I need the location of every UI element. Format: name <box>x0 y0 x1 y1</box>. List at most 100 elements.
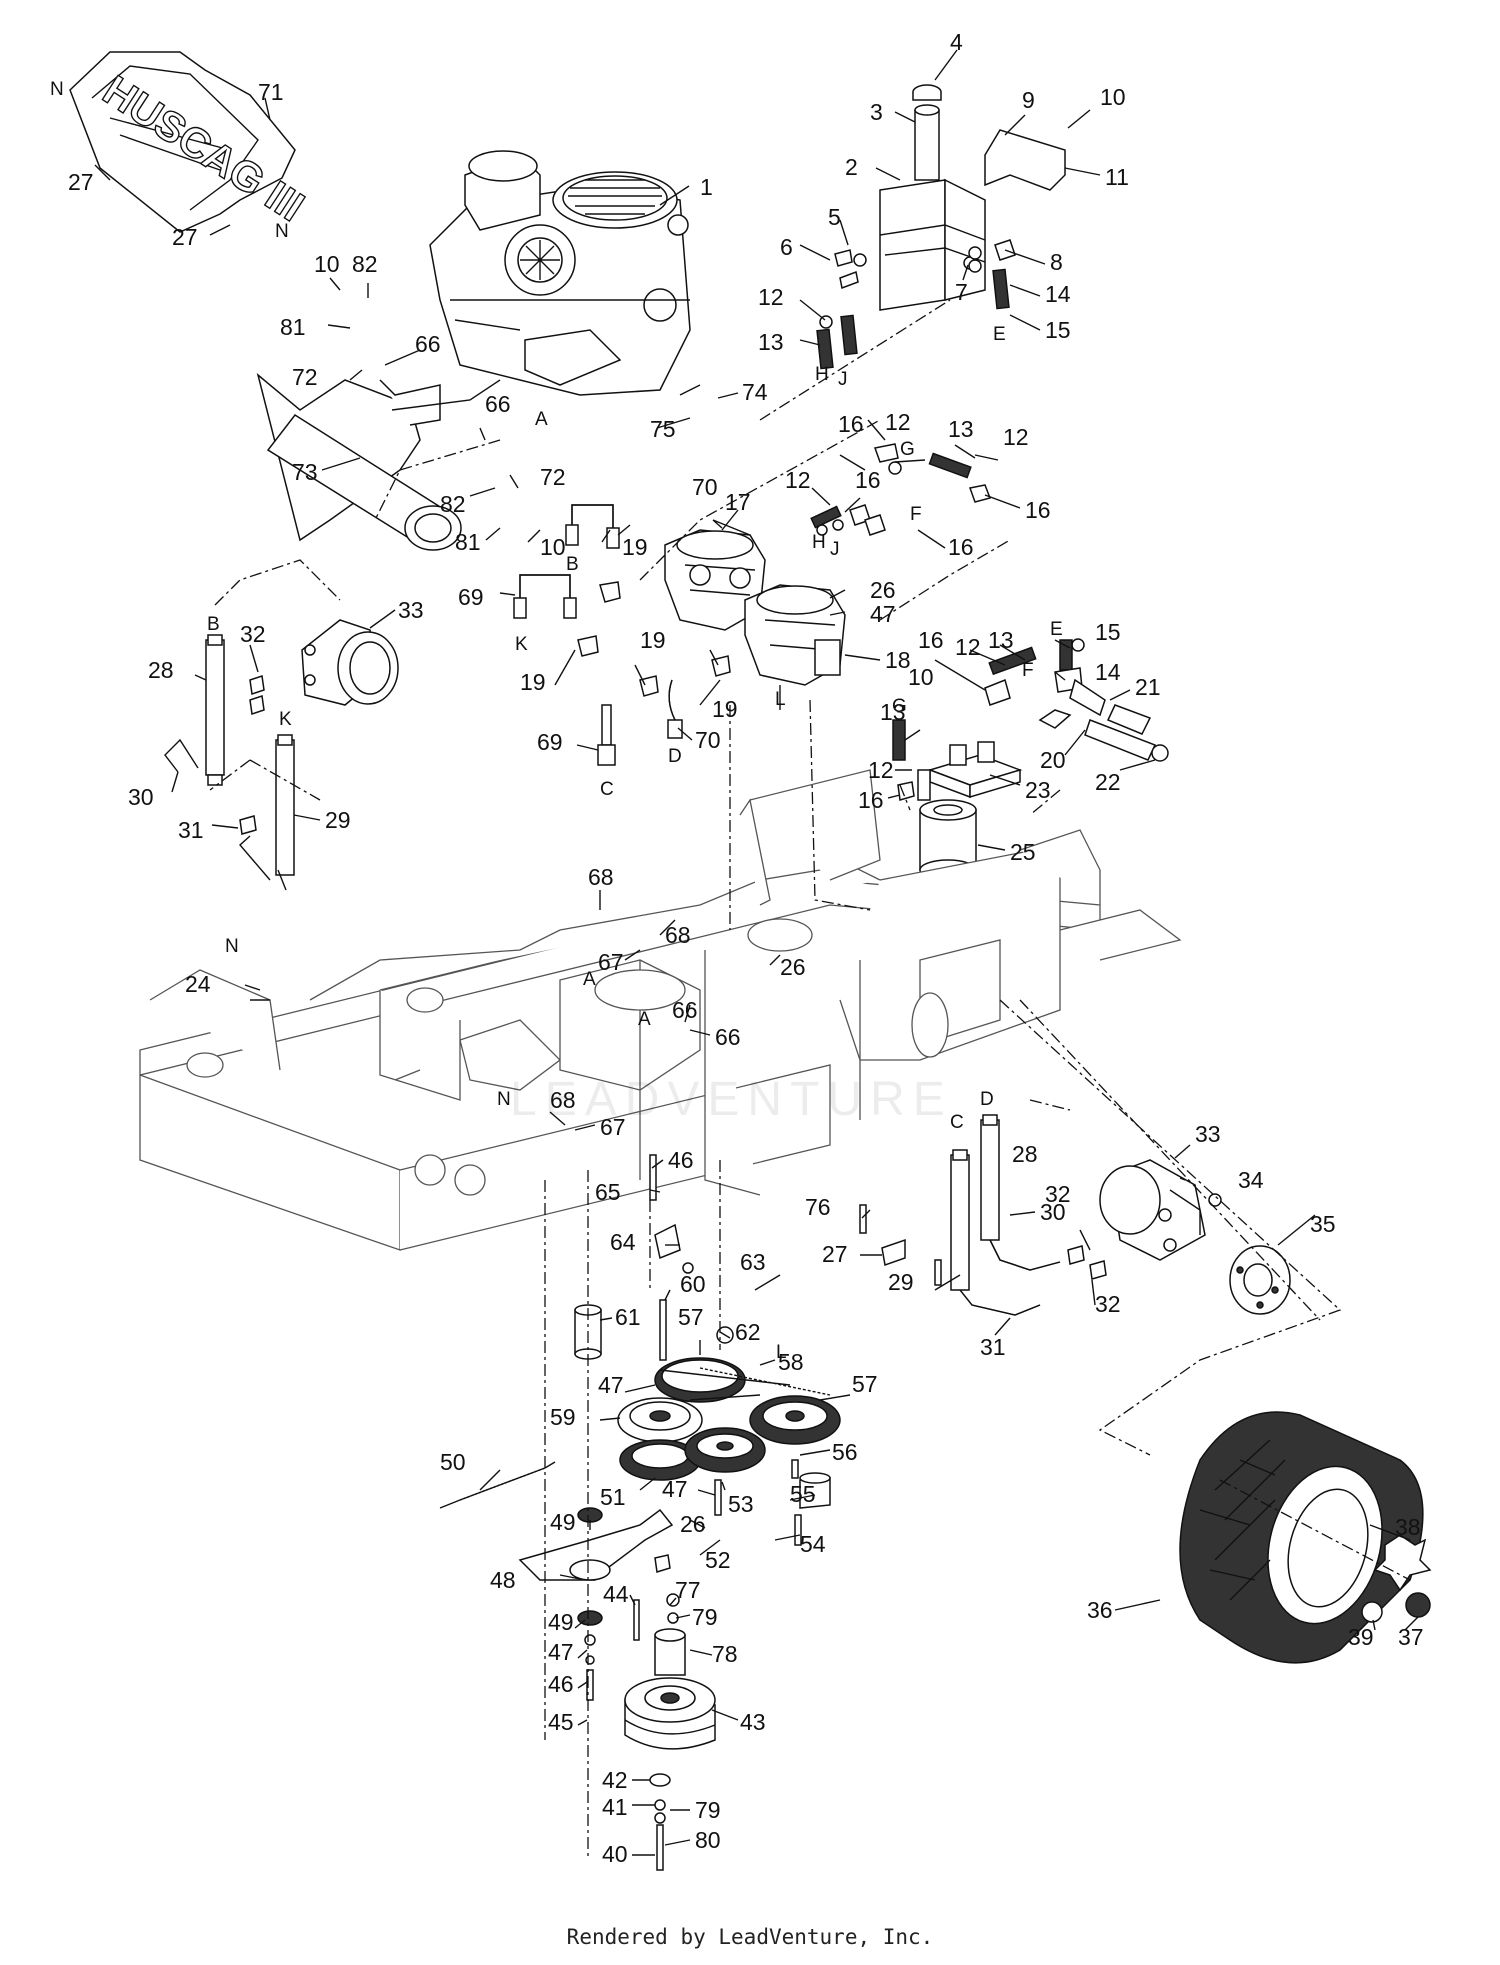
callout-73: 73 <box>292 459 318 485</box>
pulley-assembly <box>617 1326 841 1509</box>
callout-59: 59 <box>550 1404 576 1430</box>
callout-10: 10 <box>314 251 340 277</box>
callout-74: 74 <box>742 379 768 405</box>
callout-15: 15 <box>1095 619 1121 645</box>
letter-n: N <box>497 1089 511 1110</box>
letter-n: N <box>275 221 289 242</box>
callout-49: 49 <box>550 1509 576 1535</box>
letter-b: B <box>207 614 220 635</box>
callout-32: 32 <box>240 621 266 647</box>
callout-5: 5 <box>828 204 841 230</box>
callout-55: 55 <box>790 1481 816 1507</box>
callout-28: 28 <box>148 657 174 683</box>
hose-29-left <box>239 734 295 891</box>
callout-20: 20 <box>1040 747 1066 773</box>
callout-3: 3 <box>870 99 883 125</box>
letter-e: E <box>1050 619 1063 640</box>
letter-d: D <box>980 1089 994 1110</box>
hose-28-right <box>980 1114 1107 1280</box>
letter-l: L <box>775 689 786 710</box>
callout-47: 47 <box>598 1372 624 1398</box>
callout-47: 47 <box>870 601 896 627</box>
callout-47: 47 <box>662 1476 688 1502</box>
hydro-fittings-upper <box>810 443 991 536</box>
callout-51: 51 <box>600 1484 626 1510</box>
callout-69: 69 <box>537 729 563 755</box>
callout-16: 16 <box>1025 497 1051 523</box>
callout-66: 66 <box>485 391 511 417</box>
callout-12: 12 <box>885 409 911 435</box>
letter-j: J <box>830 539 840 560</box>
callout-71: 71 <box>258 79 284 105</box>
callout-64: 64 <box>610 1229 636 1255</box>
callout-54: 54 <box>800 1531 826 1557</box>
callout-21: 21 <box>1135 674 1161 700</box>
callout-26: 26 <box>780 954 806 980</box>
callout-62: 62 <box>735 1319 761 1345</box>
hydro-pump-right <box>744 584 846 710</box>
callout-4: 4 <box>950 29 963 55</box>
callout-52: 52 <box>705 1547 731 1573</box>
hydro-pump-left <box>664 529 766 631</box>
dashed-connectors <box>209 299 1411 1860</box>
callout-2: 2 <box>845 154 858 180</box>
callout-47: 47 <box>548 1639 574 1665</box>
callout-27: 27 <box>68 169 94 195</box>
callout-6: 6 <box>780 234 793 260</box>
callout-32: 32 <box>1045 1181 1071 1207</box>
callout-29: 29 <box>888 1269 914 1295</box>
callout-34: 34 <box>1238 1167 1264 1193</box>
callout-numbers: 1 2 3 4 5 6 7 8 9 10 11 12 13 14 15 27 2… <box>68 29 1424 1867</box>
idler-arm-48 <box>518 1507 674 1701</box>
callout-16: 16 <box>858 787 884 813</box>
tank-fittings <box>816 239 1016 370</box>
pto-clutch-43 <box>624 1593 716 1871</box>
callout-9: 9 <box>1022 87 1035 113</box>
letter-a: A <box>535 409 548 430</box>
callout-81: 81 <box>280 314 306 340</box>
callout-16: 16 <box>838 411 864 437</box>
callout-79: 79 <box>692 1604 718 1630</box>
callout-15: 15 <box>1045 317 1071 343</box>
callout-12: 12 <box>758 284 784 310</box>
callout-75: 75 <box>650 416 676 442</box>
callout-70: 70 <box>695 727 721 753</box>
leader-lines <box>94 49 1419 1856</box>
callout-67: 67 <box>598 949 624 975</box>
callout-77: 77 <box>675 1577 701 1603</box>
callout-43: 43 <box>740 1709 766 1735</box>
callout-26: 26 <box>870 577 896 603</box>
callout-8: 8 <box>1050 249 1063 275</box>
letter-b: B <box>566 554 579 575</box>
wheel-motor-left <box>301 619 399 706</box>
callout-7: 7 <box>955 279 968 305</box>
callout-80: 80 <box>695 1827 721 1853</box>
letter-h: H <box>815 364 829 385</box>
callout-35: 35 <box>1310 1211 1336 1237</box>
callout-70: 70 <box>692 474 718 500</box>
callout-26: 26 <box>680 1511 706 1537</box>
callout-13: 13 <box>988 627 1014 653</box>
callout-14: 14 <box>1045 281 1071 307</box>
callout-27: 27 <box>822 1241 848 1267</box>
callout-42: 42 <box>602 1767 628 1793</box>
callout-14: 14 <box>1095 659 1121 685</box>
filter-assembly <box>892 638 1169 881</box>
callout-72: 72 <box>540 464 566 490</box>
callout-16: 16 <box>918 627 944 653</box>
callout-13: 13 <box>880 699 906 725</box>
letter-g: G <box>900 439 915 460</box>
callout-30: 30 <box>1040 1199 1066 1225</box>
callout-12: 12 <box>868 757 894 783</box>
letter-a: A <box>583 969 596 990</box>
callout-46: 46 <box>668 1147 694 1173</box>
letter-n: N <box>225 936 239 957</box>
callout-68: 68 <box>665 922 691 948</box>
letter-h: H <box>812 532 826 553</box>
callout-19: 19 <box>640 627 666 653</box>
callout-28: 28 <box>1012 1141 1038 1167</box>
callout-13: 13 <box>758 329 784 355</box>
callout-63: 63 <box>740 1249 766 1275</box>
callout-31: 31 <box>178 817 204 843</box>
callout-30: 30 <box>128 784 154 810</box>
